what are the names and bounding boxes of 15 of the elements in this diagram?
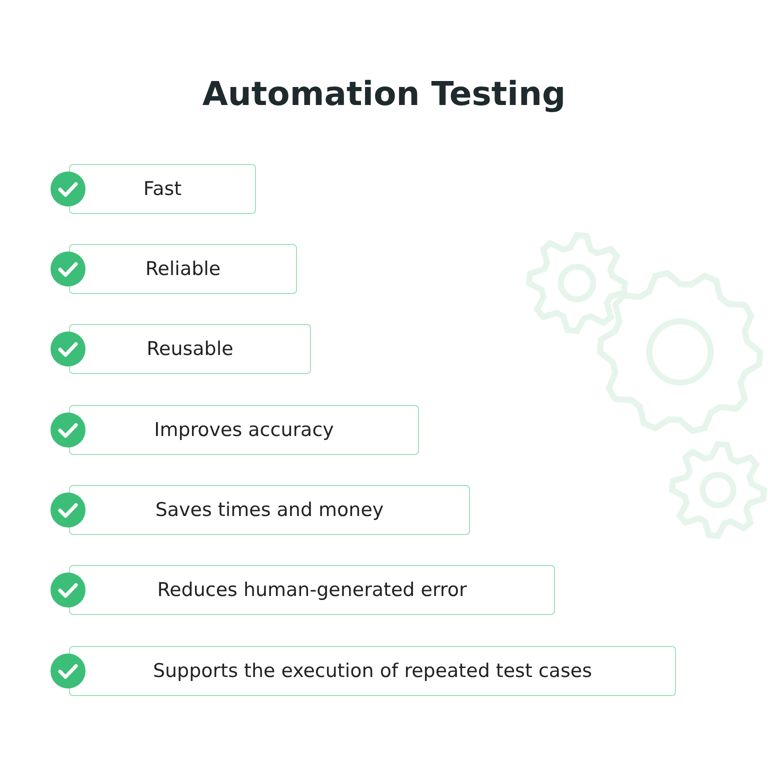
item-text: Reduces human-generated error — [157, 579, 467, 601]
list-item-box — [69, 244, 297, 294]
list-item-box — [69, 164, 256, 214]
item-text: Saves times and money — [155, 499, 384, 521]
list-item-box — [69, 405, 419, 455]
list-item-box — [69, 485, 470, 535]
item-text: Reusable — [146, 338, 234, 360]
list-item-box — [69, 324, 311, 374]
list-item-box — [69, 565, 555, 615]
item-text: Improves accuracy — [154, 419, 334, 441]
item-text: Supports the execution of repeated test cases — [152, 660, 592, 682]
list-item-box — [69, 646, 676, 696]
title: Automation Testing — [201, 74, 567, 113]
item-text: Fast — [143, 178, 182, 200]
item-text: Reliable — [145, 258, 221, 280]
